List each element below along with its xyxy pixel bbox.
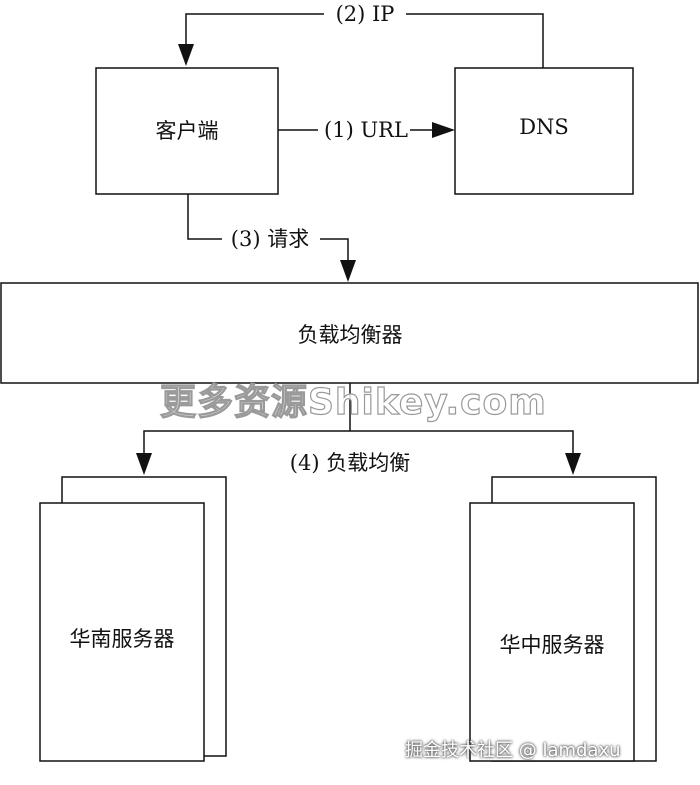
central-server-node: 华中服务器: [469, 476, 657, 762]
south-server-node: 华南服务器: [39, 476, 227, 762]
arrow-head-icon: [136, 453, 152, 475]
south-server-label: 华南服务器: [70, 627, 175, 651]
edge-request: (3) 请求: [187, 194, 356, 282]
watermark: 更多资源Shikey.com: [159, 381, 547, 423]
edge-balance-label: (4) 负载均衡: [290, 451, 410, 475]
edge-ip-label: (2) IP: [336, 2, 395, 26]
client-node: 客户端: [95, 67, 279, 195]
edge-request-label: (3) 请求: [231, 227, 309, 251]
edge-balance: (4) 负载均衡: [136, 383, 581, 475]
arrow-head-icon: [432, 122, 455, 138]
arrow-head-icon: [178, 44, 194, 66]
client-label: 客户端: [156, 119, 219, 143]
edge-url: (1) URL: [278, 118, 455, 142]
arrow-head-icon: [340, 260, 356, 282]
load-balancer-node: 负载均衡器: [0, 282, 699, 384]
dns-label: DNS: [519, 115, 569, 139]
edge-ip: (2) IP: [178, 2, 544, 68]
central-server-label: 华中服务器: [500, 633, 605, 657]
dns-node: DNS: [454, 67, 634, 195]
credit-text: 掘金技术社区 @ lamdaxu: [405, 740, 621, 761]
load-balancer-label: 负载均衡器: [298, 323, 403, 347]
edge-url-label: (1) URL: [324, 118, 408, 142]
arrow-head-icon: [565, 453, 581, 475]
